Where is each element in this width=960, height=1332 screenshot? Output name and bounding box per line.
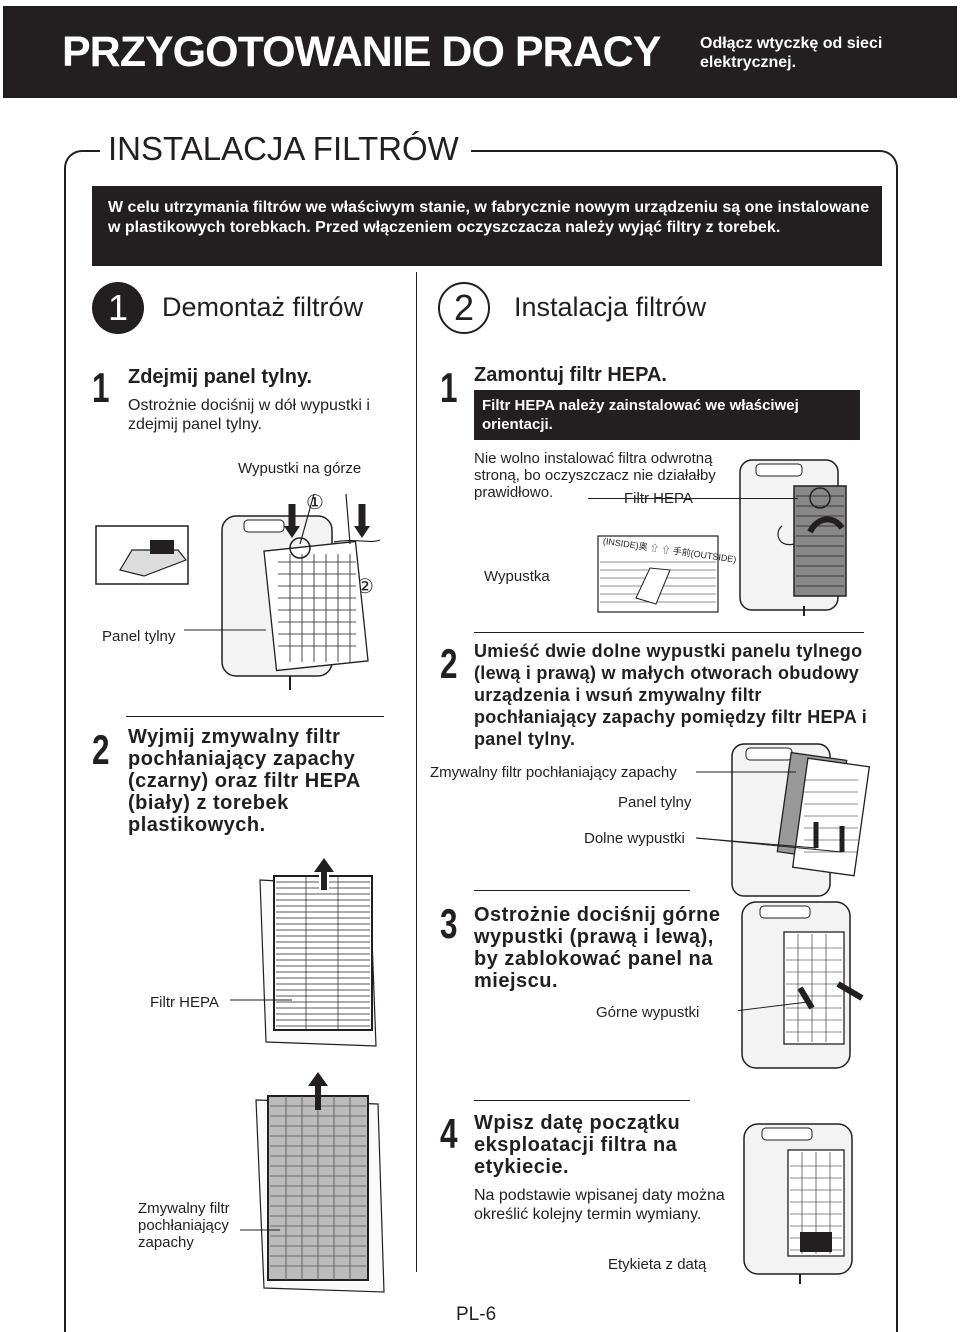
label-bottom-tabs: Dolne wypustki bbox=[584, 830, 685, 847]
p2-step1-number: 1 bbox=[440, 364, 458, 411]
purifier-lock-panel-illustration bbox=[738, 901, 864, 1069]
p2-step4-rule bbox=[474, 1100, 690, 1101]
purifier-remove-panel-illustration bbox=[95, 493, 381, 690]
purifier-insert-filters-illustration bbox=[696, 743, 871, 897]
section-frame bbox=[64, 150, 898, 1332]
hepa-filter-bag-illustration bbox=[230, 858, 377, 1047]
p1-step1-number: 1 bbox=[92, 364, 110, 411]
part2-number: 2 bbox=[438, 282, 490, 334]
page-number: PL-6 bbox=[456, 1304, 497, 1325]
p2-step1-warning-bar: Filtr HEPA należy zainstalować we właści… bbox=[474, 390, 860, 440]
purifier-date-label-illustration bbox=[743, 1123, 853, 1284]
p2-step2-rule bbox=[474, 632, 864, 633]
label-top-tabs: Wypustki na górze bbox=[238, 460, 362, 477]
label-hepa-filter: Filtr HEPA bbox=[150, 994, 219, 1011]
washable-filter-bag-illustration bbox=[240, 1072, 385, 1293]
part1-title: Demontaż filtrów bbox=[162, 292, 364, 322]
p1-step2-rule bbox=[126, 716, 384, 717]
label-date-sticker: Etykieta z datą bbox=[608, 1256, 707, 1273]
unplug-warning: Odłącz wtyczkę od sieci elektrycznej. bbox=[700, 35, 883, 71]
p2-step4-number: 4 bbox=[440, 1110, 458, 1157]
p2-step3-rule bbox=[474, 890, 690, 891]
p2-step1-title: Zamontuj filtr HEPA. bbox=[474, 364, 667, 386]
p1-step2-title: Wyjmij zmywalny filtr pochłaniający zapa… bbox=[128, 726, 361, 836]
p2-step3-title: Ostrożnie dociśnij górne wypustki (prawą… bbox=[474, 904, 721, 992]
p2-step1-text: Nie wolno instalować filtra odwrotną str… bbox=[474, 450, 716, 501]
part1-number: 1 bbox=[92, 282, 144, 334]
p2-step4-text: Na podstawie wpisanej daty można określi… bbox=[474, 1187, 725, 1223]
intro-box: W celu utrzymania filtrów we właściwym s… bbox=[92, 186, 882, 266]
column-divider bbox=[416, 272, 417, 1272]
label-back-panel: Panel tylny bbox=[102, 628, 176, 645]
section-title: INSTALACJA FILTRÓW bbox=[100, 130, 471, 168]
header-bar bbox=[3, 6, 957, 98]
p2-step4-title: Wpisz datę początku eksploatacji filtra … bbox=[474, 1112, 681, 1178]
hepa-orientation-illustration bbox=[597, 535, 719, 613]
part2-title: Instalacja filtrów bbox=[514, 292, 707, 322]
p2-step3-number: 3 bbox=[440, 900, 458, 947]
label-top-tabs-2: Górne wypustki bbox=[596, 1004, 700, 1021]
label-washable-filter: Zmywalny filtr pochłaniający zapachy bbox=[138, 1200, 230, 1251]
hepa-label-leader bbox=[588, 498, 798, 499]
p2-step2-number: 2 bbox=[440, 640, 458, 687]
p1-step1-text: Ostrożnie dociśnij w dół wypustki i zdej… bbox=[128, 397, 370, 433]
label-washable-filter-2: Zmywalny filtr pochłaniający zapachy bbox=[430, 764, 677, 781]
purifier-install-hepa-illustration bbox=[739, 459, 847, 616]
p2-step2-title: Umieść dwie dolne wypustki panelu tylneg… bbox=[474, 641, 868, 749]
p1-step1-title: Zdejmij panel tylny. bbox=[128, 366, 313, 388]
p1-step2-number: 2 bbox=[92, 726, 110, 773]
page-title: PRZYGOTOWANIE DO PRACY bbox=[62, 28, 661, 76]
label-tab: Wypustka bbox=[484, 568, 550, 585]
label-back-panel-2: Panel tylny bbox=[618, 794, 692, 811]
